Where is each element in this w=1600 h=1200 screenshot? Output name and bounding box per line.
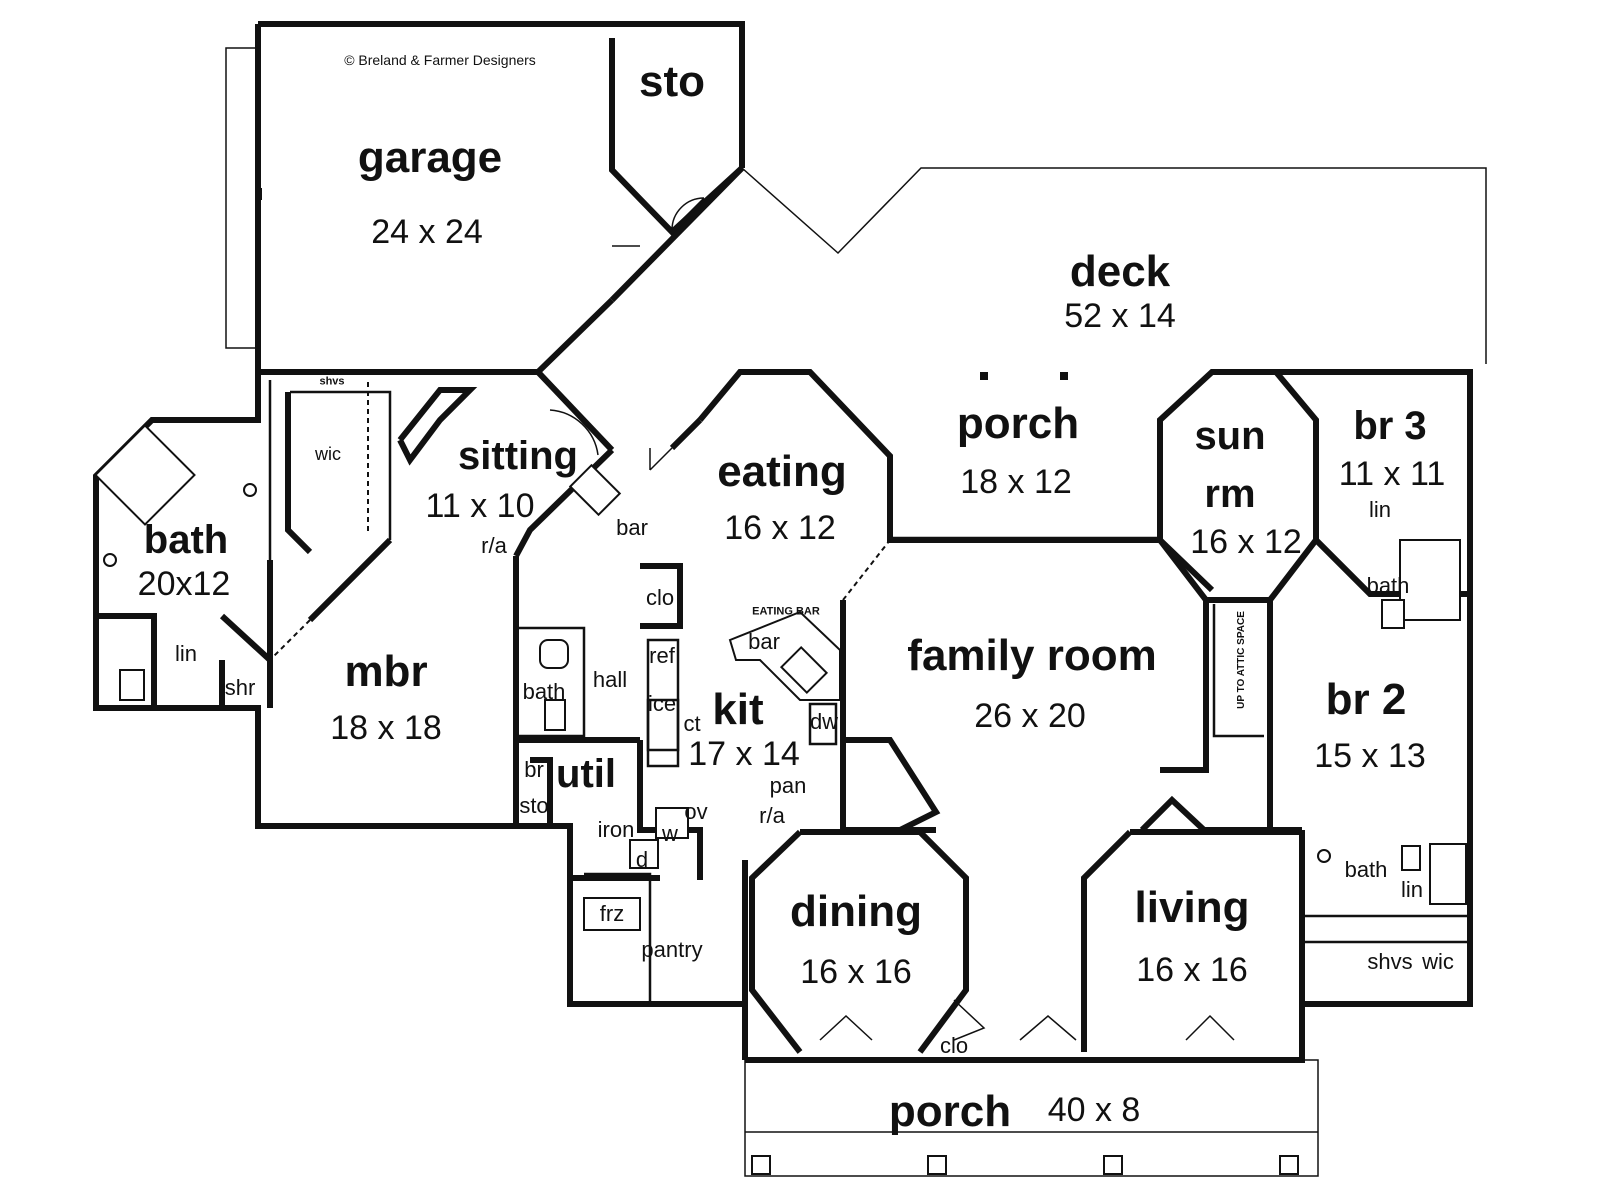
rear-porch-label: porch [956,399,1080,448]
pantry-label: pantry [641,937,703,962]
dishwasher-label: dw [809,709,839,734]
garage-label: garage [357,133,503,182]
front-porch-dimensions: 40 x 8 [1047,1091,1141,1129]
front-porch [744,1059,1319,1177]
bedroom-3-walls [1157,370,1470,629]
ice-maker-label: ice [647,691,677,716]
kitchen-island [728,600,941,833]
oven-label: ov [684,799,708,824]
master-suite-walls [94,380,478,708]
util-bedroom-label: br [524,757,544,782]
master-closet-label: wic [315,444,341,464]
sitting-dimensions: 11 x 10 [425,487,535,525]
bedroom-2-closet-label: wic [1422,949,1454,974]
bedroom-3-label: br 3 [1353,404,1427,448]
family-room-walls [842,538,1302,833]
shower-label: shr [224,675,256,700]
eating-bar-label: EATING BAR [752,605,820,618]
hall-bath-label: bath [522,679,566,704]
utility-label: util [556,752,616,796]
master-linen-label: lin [174,641,198,666]
bedroom-3-dimensions: 11 x 11 [1338,455,1446,493]
front-porch-label: porch [888,1087,1012,1136]
freezer-label: frz [599,901,625,926]
kitchen-dimensions: 17 x 14 [688,735,800,773]
rear-porch-dimensions: 18 x 12 [960,463,1072,501]
bedroom-3-bath-label: bath [1366,573,1410,598]
kitchen-walls [516,563,748,1004]
family-room-dimensions: 26 x 20 [974,697,1086,735]
eating-label: eating [717,447,847,496]
deck-dimensions: 52 x 14 [1064,297,1176,335]
cooktop-label: ct [683,711,701,736]
eating-dimensions: 16 x 12 [724,509,836,547]
dining-dimensions: 16 x 16 [800,953,912,991]
master-bedroom-dimensions: 18 x 18 [330,709,442,747]
kitchen-label: kit [712,685,764,734]
sitting-return-air-label: r/a [481,533,507,558]
sun-room-label-line-2: rm [1204,472,1256,516]
sitting-area-walls [513,369,673,826]
bedroom-2-dimensions: 15 x 13 [1314,737,1426,775]
house-exterior-walls [93,369,1473,1063]
dining-walls [749,829,986,1054]
living-walls [1019,829,1302,1052]
living-label: living [1134,883,1250,932]
bedroom-3-linen-label: lin [1368,497,1392,522]
master-shelves-label: shvs [319,375,345,388]
storage-label: sto [639,57,705,106]
bedroom-2-bath-label: bath [1344,857,1388,882]
dryer-label: d [635,847,649,872]
washer-label: w [662,821,678,846]
deck-label: deck [1069,247,1171,296]
util-storage-label: sto [519,793,549,818]
sitting-label: sitting [458,434,578,478]
garage-walls [225,21,745,375]
sun-room-label-line-1: sun [1194,414,1266,458]
sun-room-dimensions: 16 x 12 [1190,523,1302,561]
ironing-label: iron [597,817,635,842]
attic-stairs-label: UP TO ATTIC SPACE [1236,611,1247,709]
garage-dimensions: 24 x 24 [371,213,483,251]
hall-label: hall [592,667,628,692]
designer-credit: © Breland & Farmer Designers [344,52,536,68]
living-dimensions: 16 x 16 [1136,951,1248,989]
kitchen-return-air-label: r/a [759,803,785,828]
kitchen-bar-label: bar [748,629,780,654]
master-bath-label: bath [143,518,229,562]
dining-label: dining [790,887,922,936]
hall-closet-label: clo [645,585,675,610]
refrigerator-label: ref [649,643,675,668]
bedroom-2-label: br 2 [1325,675,1407,724]
bedroom-2-linen-label: lin [1400,877,1424,902]
bedroom-2-shelves-label: shvs [1367,949,1413,974]
family-room-label: family room [907,631,1157,680]
deck-outline [741,167,1487,380]
pantry-cabinet-label: pan [769,773,807,798]
master-bedroom-label: mbr [344,647,428,696]
master-bath-dimensions: 20x12 [137,565,231,603]
bedroom-2-walls [1299,830,1470,1004]
sitting-bar-label: bar [616,515,648,540]
front-closet-label: clo [939,1033,969,1058]
